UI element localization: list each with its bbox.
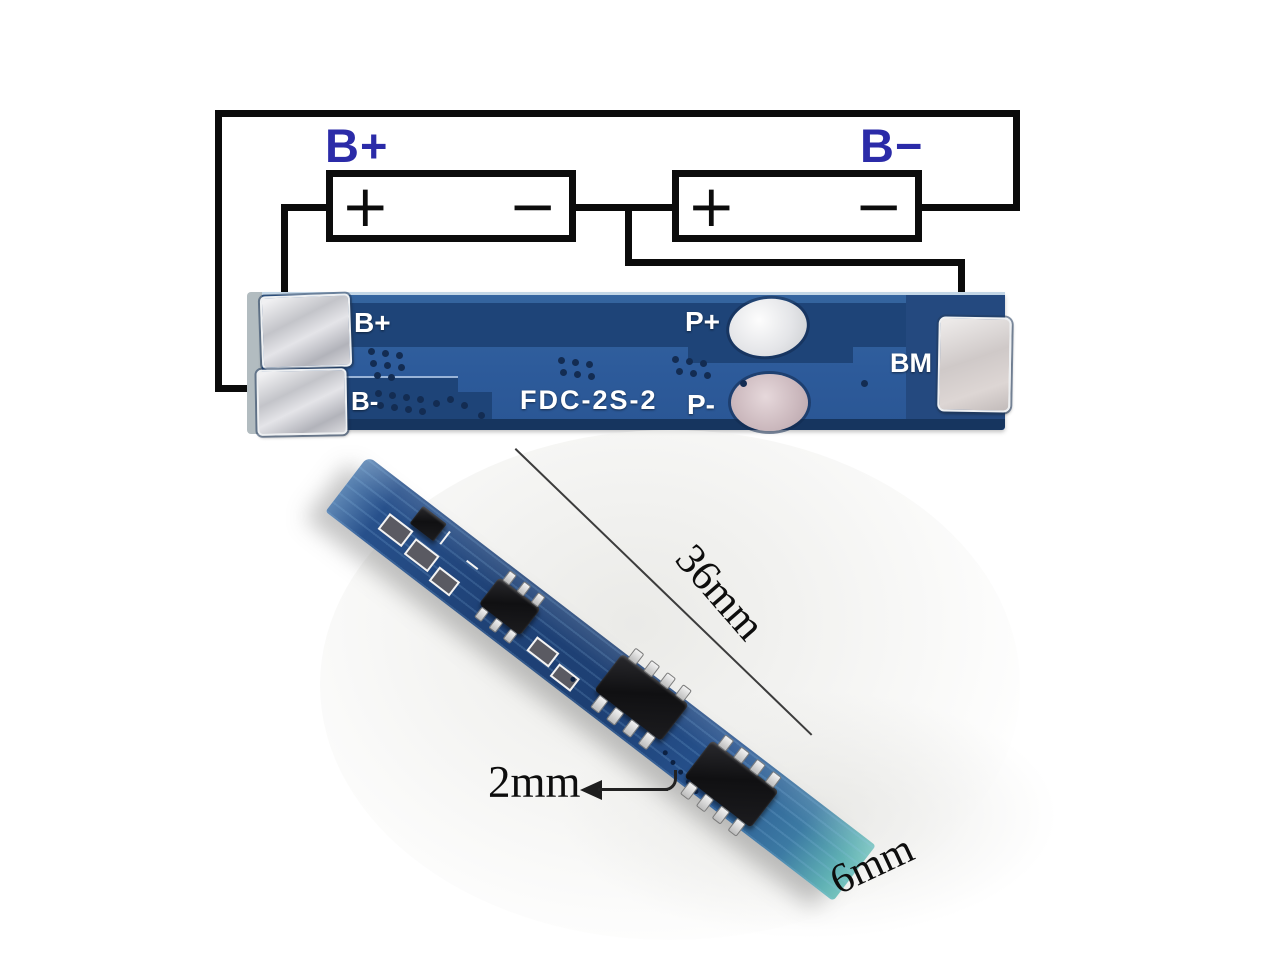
battery-cell-2: + − (672, 170, 922, 242)
via-dot (672, 356, 679, 363)
via-dot (700, 360, 707, 367)
via-dot (558, 357, 565, 364)
wire-segment (625, 204, 632, 266)
battery-cell-1: + − (326, 170, 576, 242)
wire-segment (625, 259, 965, 266)
via-dot (417, 396, 424, 403)
via-dot (740, 380, 747, 387)
pad-label-p-plus: P+ (685, 306, 721, 337)
wire-segment (215, 110, 1020, 117)
pack-positive-label: B+ (325, 119, 389, 172)
via-dot (370, 360, 377, 367)
via-dot (398, 364, 405, 371)
dimension-label-2mm: 2mm (488, 757, 581, 807)
wire-segment (281, 204, 329, 211)
board-model-text: FDC-2S-2 (520, 385, 658, 415)
via-dot (382, 350, 389, 357)
wire-segment (918, 204, 1020, 211)
via-dot (419, 408, 426, 415)
pad-label-b-plus: B+ (354, 307, 391, 338)
pcb-bottom-edge (262, 419, 1005, 430)
via-dot (586, 361, 593, 368)
pad-label-bm: BM (890, 348, 932, 378)
via-dot (396, 352, 403, 359)
cell1-negative-terminal: − (508, 172, 557, 240)
via-dot (478, 412, 485, 419)
arrowhead-left-icon (580, 780, 602, 800)
pad-label-p-minus: P- (687, 389, 715, 420)
via-dot (368, 348, 375, 355)
pcb-trace-highlight (262, 376, 458, 378)
via-dot (391, 404, 398, 411)
via-dot (560, 369, 567, 376)
leader-line-2mm (598, 788, 668, 791)
b-plus-pad (259, 293, 353, 370)
via-dot (686, 358, 693, 365)
via-dot (375, 390, 382, 397)
via-dot (405, 406, 412, 413)
via-dot (690, 370, 697, 377)
via-dot (861, 380, 868, 387)
cell2-positive-terminal: + (687, 172, 736, 240)
bm-pad (937, 316, 1012, 413)
cell1-positive-terminal: + (341, 172, 390, 240)
via-dot (447, 396, 454, 403)
wire-segment (1013, 110, 1020, 211)
via-dot (384, 362, 391, 369)
via-dot (403, 394, 410, 401)
via-dot (572, 359, 579, 366)
leader-hook-2mm (664, 770, 677, 791)
pcb-top-highlight (262, 292, 1005, 295)
via-dot (388, 374, 395, 381)
pad-label-b-minus: B- (351, 386, 379, 416)
via-dot (389, 392, 396, 399)
pcb-trace-band (262, 303, 1005, 347)
wire-segment (215, 385, 275, 392)
via-dot (574, 371, 581, 378)
via-dot (704, 372, 711, 379)
via-dot (433, 400, 440, 407)
cell2-negative-terminal: − (854, 172, 903, 240)
via-dot (377, 402, 384, 409)
b-minus-pad (256, 368, 348, 436)
via-dot (461, 402, 468, 409)
wire-segment (215, 110, 222, 392)
wire-segment (281, 204, 288, 319)
pack-negative-label: B− (860, 119, 924, 172)
via-dot (374, 372, 381, 379)
via-dot (588, 373, 595, 380)
via-dot (676, 368, 683, 375)
wire-segment (573, 204, 675, 211)
